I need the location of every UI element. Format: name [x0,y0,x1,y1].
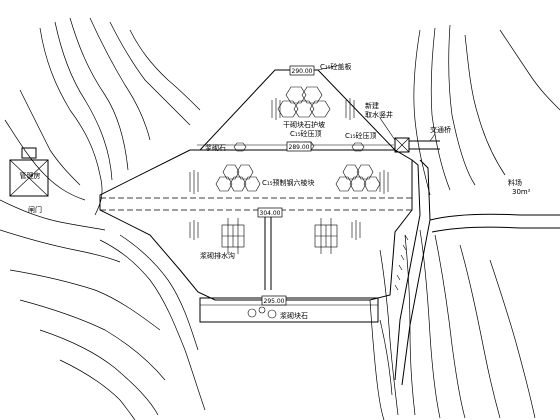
left-house-label: 管理房 [20,171,41,180]
axis-elev-tag: 304.00 [257,207,283,218]
crest-elev: 290.00 [292,68,313,75]
hex-cluster-right [335,164,381,192]
berm-c15-label: C₁₅砼压顶 [290,129,322,138]
right-note: 料场 [508,178,522,187]
right-road [429,213,560,233]
bridge-label: 交通桥 [430,125,451,134]
berm-elev-tag: 289.00 [286,141,312,152]
left-door-label: 闸门 [28,205,42,214]
lower-right-block [314,218,338,254]
berm-mid-label: C₁₅砼压顶 [345,131,377,140]
left-contours [0,17,206,420]
toe-elev: 295.00 [264,298,285,305]
main-slope-hatch [189,170,389,194]
lower-left-label: 浆砌排水沟 [200,251,235,260]
axis-elev: 304.00 [260,210,281,217]
lower-left-block [221,218,245,254]
right-contours [369,24,560,420]
hex-cluster-top [277,86,331,118]
top-c15-label: C₁₅砼盖板 [320,62,352,71]
left-house: 管理房 [9,147,49,197]
center-drain [264,215,272,290]
hex-cluster-left [215,164,261,192]
intake-well [394,137,410,153]
toe-elev-tag: 295.00 [261,295,287,306]
right-note2: 30m² [512,188,531,196]
upper-slope-hatch [271,98,355,120]
main-c15-label: C₁₅预制钢六棱块 [262,178,315,187]
toe-stones [247,306,277,319]
berm-left-label: 浆砌石 [205,143,226,152]
berm-hexes [233,142,365,152]
inlet-well-label: 新建 [365,101,379,110]
lower-slope-hatch [189,220,361,240]
toe-label: 浆砌块石 [280,311,308,320]
inlet-well-label2: 取水竖井 [365,110,393,119]
bridge [409,140,440,150]
berm-elev: 289.00 [289,144,310,151]
crest-elev-tag: 290.00 [289,65,315,76]
hex-top-label: 干砌块石护坡 [283,120,325,129]
